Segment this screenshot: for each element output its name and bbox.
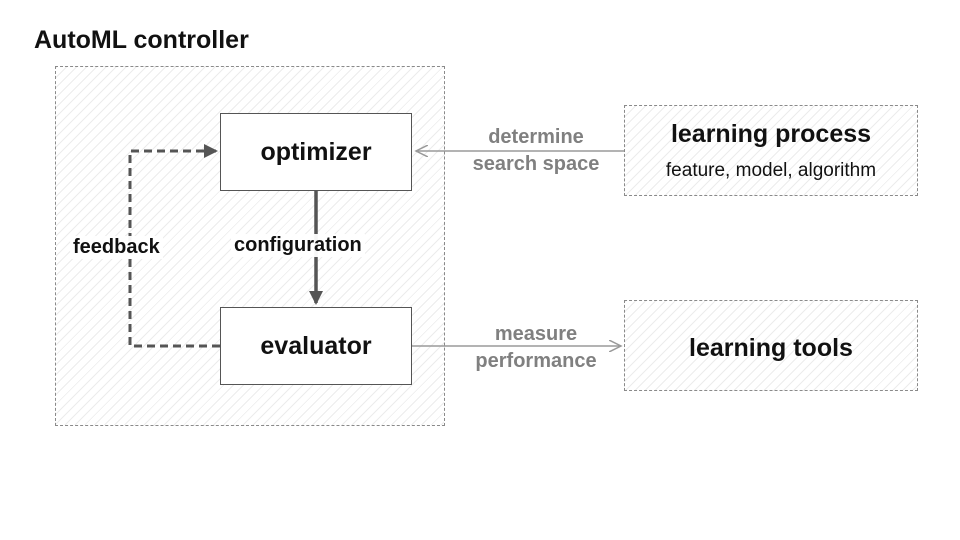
performance-text: performance bbox=[475, 350, 597, 372]
determine-search-space-label: determine search space bbox=[456, 124, 616, 178]
optimizer-box: optimizer bbox=[220, 113, 412, 191]
learning-process-subtitle: feature, model, algorithm bbox=[665, 160, 877, 181]
optimizer-label: optimizer bbox=[260, 137, 372, 166]
configuration-label: configuration bbox=[231, 234, 365, 257]
determine-text: determine bbox=[488, 126, 584, 148]
search-space-text: search space bbox=[472, 153, 600, 175]
feedback-label: feedback bbox=[70, 236, 163, 259]
diagram-title: AutoML controller bbox=[34, 26, 249, 54]
evaluator-box: evaluator bbox=[220, 307, 412, 385]
learning-process-title: learning process bbox=[670, 120, 872, 148]
measure-text: measure bbox=[494, 323, 578, 345]
learning-tools-title: learning tools bbox=[689, 334, 853, 362]
measure-performance-label: measure performance bbox=[456, 321, 616, 375]
learning-process-box: learning process feature, model, algorit… bbox=[624, 105, 918, 196]
learning-tools-box: learning tools bbox=[624, 300, 918, 391]
evaluator-label: evaluator bbox=[260, 331, 372, 360]
